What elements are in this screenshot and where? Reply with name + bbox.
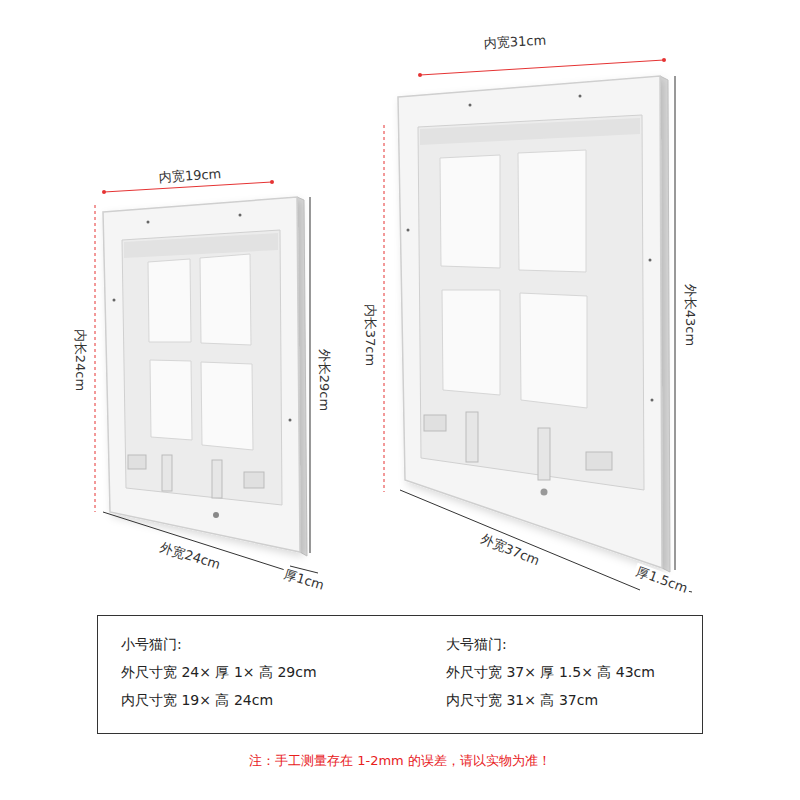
outer-width-label: 外宽24cm xyxy=(156,539,224,573)
spec-box: 小号猫门: 外尺寸宽 24× 厚 1× 高 29cm 内尺寸宽 19× 高 24cm… xyxy=(97,615,703,734)
inner-width-label: 内宽31cm xyxy=(481,32,548,51)
size-heading: 小号猫门: xyxy=(121,636,182,653)
size-spec: 内尺寸宽 31× 高 37cm xyxy=(446,692,598,709)
size-spec: 外尺寸宽 24× 厚 1× 高 29cm xyxy=(121,664,317,681)
thickness-label: 厚1cm xyxy=(280,566,328,594)
inner-length-label: 内长24cm xyxy=(72,327,88,393)
outer-length-label: 外长43cm xyxy=(682,282,698,348)
dimension-lines xyxy=(95,58,692,592)
inner-length-label: 内长37cm xyxy=(362,302,378,368)
size-spec: 内尺寸宽 19× 高 24cm xyxy=(121,692,273,709)
outer-length-label: 外长29cm xyxy=(316,347,332,413)
size-spec: 外尺寸宽 37× 厚 1.5× 高 43cm xyxy=(446,664,655,681)
note-label: 注：手工测量存在 1-2mm 的误差，请以实物为准！ xyxy=(247,753,553,769)
small-door xyxy=(103,197,307,556)
large-door xyxy=(398,76,670,572)
size-heading: 大号猫门: xyxy=(446,636,507,653)
inner-width-label: 内宽19cm xyxy=(156,166,223,186)
